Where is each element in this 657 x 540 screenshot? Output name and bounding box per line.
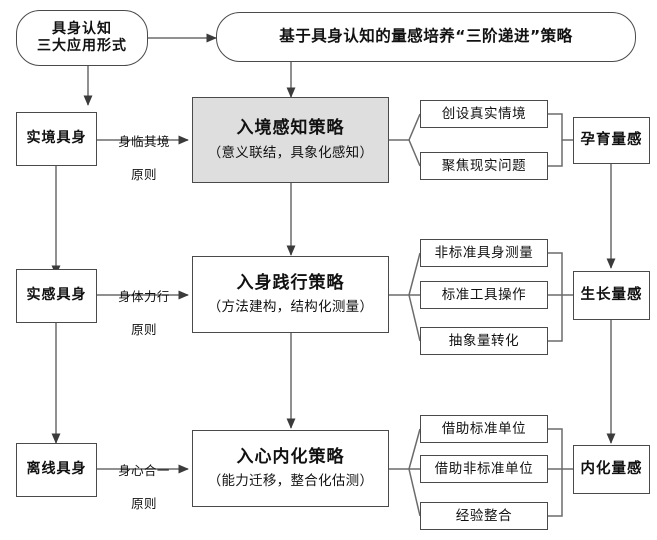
method-node-2-1: 非标准具身测量	[420, 239, 548, 267]
source-node-line2: 三大应用形式	[37, 38, 127, 54]
principle-label-1-line1: 身临其境	[118, 134, 170, 150]
page-title: 基于具身认知的量感培养“三阶递进”策略	[279, 27, 573, 46]
embodiment-node-2: 实感具身	[16, 269, 97, 323]
strategy-sub-1: （意义联结，具象化感知）	[207, 144, 374, 161]
method-node-2-3: 抽象量转化	[420, 327, 548, 355]
method-node-2-2: 标准工具操作	[420, 281, 548, 309]
embodiment-node-3: 离线具身	[16, 443, 97, 497]
method-node-3-1: 借助标准单位	[420, 415, 548, 443]
method-node-3-3: 经验整合	[420, 502, 548, 530]
principle-label-2: 身体力行 原则	[104, 273, 184, 354]
embodiment-label-2: 实感具身	[26, 287, 87, 304]
method-node-1-2: 聚焦现实问题	[420, 152, 548, 180]
outcome-node-3: 内化量感	[573, 445, 650, 494]
method-label-3-1: 借助标准单位	[441, 420, 527, 437]
method-label-2-1: 非标准具身测量	[434, 244, 534, 261]
method-label-1-2: 聚焦现实问题	[441, 157, 527, 174]
strategy-node-1: 入境感知策略 （意义联结，具象化感知）	[192, 97, 389, 183]
source-node-line1: 具身认知	[52, 20, 112, 37]
outcome-node-1: 孕育量感	[573, 117, 650, 164]
method-label-2-2: 标准工具操作	[441, 286, 527, 303]
main-title-node: 基于具身认知的量感培养“三阶递进”策略	[216, 12, 636, 62]
strategy-node-2: 入身践行策略 （方法建构，结构化测量）	[192, 256, 389, 333]
principle-label-1-line2: 原则	[131, 166, 157, 182]
strategy-title-3: 入心内化策略	[236, 446, 345, 467]
strategy-sub-2: （方法建构，结构化测量）	[207, 299, 374, 316]
method-label-3-3: 经验整合	[455, 507, 513, 524]
principle-label-2-line1: 身体力行	[118, 289, 170, 305]
source-node: 具身认知 三大应用形式	[16, 10, 148, 66]
method-label-3-2: 借助非标准单位	[434, 460, 534, 477]
principle-label-1: 身临其境 原则	[104, 118, 184, 199]
embodiment-node-1: 实境具身	[16, 112, 97, 166]
principle-label-3-line2: 原则	[131, 495, 157, 511]
outcome-node-2: 生长量感	[573, 271, 650, 320]
strategy-node-3: 入心内化策略 （能力迁移，整合化估测）	[192, 430, 389, 507]
strategy-title-1: 入境感知策略	[236, 118, 345, 139]
method-label-1-1: 创设真实情境	[441, 105, 527, 122]
method-node-3-2: 借助非标准单位	[420, 455, 548, 483]
strategy-title-2: 入身践行策略	[236, 272, 345, 293]
method-label-2-3: 抽象量转化	[448, 332, 520, 349]
outcome-label-2: 生长量感	[580, 287, 643, 304]
method-node-1-1: 创设真实情境	[420, 100, 548, 128]
strategy-sub-3: （能力迁移，整合化估测）	[207, 473, 374, 490]
principle-label-2-line2: 原则	[131, 321, 157, 337]
principle-label-3-line1: 身心合一	[118, 463, 170, 479]
embodiment-label-1: 实境具身	[26, 130, 87, 147]
embodiment-label-3: 离线具身	[26, 461, 87, 478]
principle-label-3: 身心合一 原则	[104, 447, 184, 528]
outcome-label-1: 孕育量感	[580, 132, 643, 149]
outcome-label-3: 内化量感	[580, 461, 643, 478]
